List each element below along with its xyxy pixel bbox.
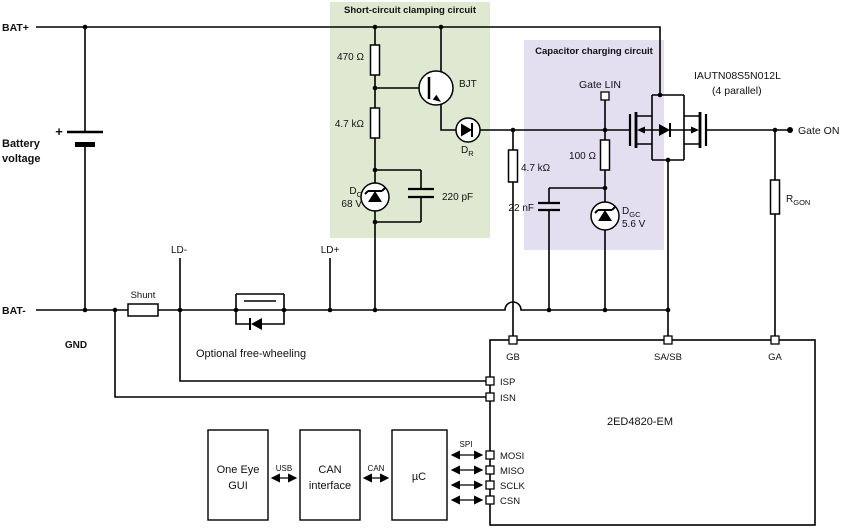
pin-isp-label: ISP	[500, 377, 515, 388]
pin-mosi	[485, 450, 495, 460]
cap22-label: 22 nF	[508, 203, 534, 214]
pin-isp	[485, 376, 495, 386]
freewheel-diode-triangle	[251, 318, 262, 330]
mosfet-left-body-arrow	[637, 126, 645, 134]
r4k7-clamp-label: 4.7 kΩ	[335, 119, 365, 130]
ld-minus-label: LD-	[171, 245, 187, 256]
pin-sasb-label: SA/SB	[654, 352, 682, 363]
dc-zener-triangle	[368, 191, 382, 202]
cap220-label: 220 pF	[442, 192, 473, 203]
dc-zener-bar	[364, 187, 386, 195]
dgc-zener-triangle	[598, 210, 612, 221]
resistor-100ohm	[599, 139, 611, 171]
resistor-470ohm	[369, 44, 381, 76]
pin-isn-label: ISN	[500, 393, 516, 404]
r4k7-gb-label: 4.7 kΩ	[521, 163, 551, 174]
pin-gb-label: GB	[506, 352, 520, 363]
pin-csn	[485, 495, 495, 505]
pin-gb	[508, 335, 518, 345]
mcu-block	[391, 429, 448, 521]
pin-ga	[770, 335, 780, 345]
can-interface-block	[299, 429, 361, 521]
gate-lin-terminal	[600, 91, 610, 101]
dgc-voltage-label: 5.6 V	[622, 219, 646, 230]
battery-plus-sign: +	[55, 124, 63, 139]
dc-voltage-label: 68 V	[341, 199, 362, 210]
charge-title: Capacitor charging circuit	[535, 46, 654, 57]
gui-block	[207, 429, 269, 521]
mcu-label: µC	[412, 471, 426, 483]
spi-label: SPI	[460, 440, 473, 449]
pin-miso	[485, 465, 495, 475]
resistor-4k7-clamp	[369, 107, 381, 139]
resistor-rgon	[769, 179, 781, 215]
shunt-resistor	[127, 303, 159, 317]
clamp-title: Short-circuit clamping circuit	[344, 5, 477, 16]
battery-label-1: Battery	[2, 138, 41, 150]
gate-on-terminal	[787, 127, 793, 133]
can-label-1: CAN	[318, 464, 341, 476]
can-label-2: interface	[309, 480, 351, 492]
pin-sclk-label: SCLK	[500, 481, 525, 492]
bjt-emitter-arrow	[432, 94, 441, 102]
driver-name-label: 2ED4820-EM	[607, 416, 673, 428]
pin-miso-label: MISO	[500, 466, 524, 477]
gate-lin-label: Gate LIN	[579, 79, 621, 91]
ld-plus-label: LD+	[321, 245, 340, 256]
battery-label-2: voltage	[2, 153, 41, 165]
bat-plus-label: BAT+	[2, 22, 29, 34]
r470-label: 470 Ω	[337, 52, 364, 63]
dr-diode-triangle	[461, 123, 472, 137]
junction-dots	[82, 24, 778, 313]
driver-pins	[485, 91, 780, 505]
pin-ga-label: GA	[768, 352, 782, 363]
mosfet-parallel-label: (4 parallel)	[712, 85, 762, 97]
rgon-label: RGON	[786, 194, 810, 207]
pin-isn	[485, 392, 495, 402]
gate-on-label: Gate ON	[798, 125, 839, 137]
dgc-zener-bar	[594, 206, 616, 214]
pin-csn-label: CSN	[500, 496, 520, 507]
freewheel-label: Optional free-wheeling	[196, 348, 306, 360]
pin-sasb	[663, 335, 673, 345]
shunt-label: Shunt	[131, 290, 156, 301]
gnd-label: GND	[65, 340, 87, 351]
r100-label: 100 Ω	[569, 151, 596, 162]
driver-ic-box	[489, 339, 816, 526]
dr-label: DR	[461, 145, 474, 158]
resistor-4k7-gb	[507, 149, 519, 183]
bjt-transistor	[418, 70, 454, 106]
capacitor-220pf	[408, 187, 434, 199]
can-bus-label: CAN	[368, 464, 385, 473]
bus-arrows	[270, 450, 484, 505]
pin-sclk	[485, 480, 495, 490]
mosfet-body-diode-triangle	[659, 124, 670, 136]
pin-mosi-label: MOSI	[500, 451, 524, 462]
mosfet-part-label: IAUTN08S5N012L	[694, 70, 781, 82]
gui-label-1: One Eye	[217, 464, 260, 476]
usb-label: USB	[276, 464, 292, 473]
capacitor-22nf	[538, 201, 560, 212]
gui-label-2: GUI	[228, 480, 248, 492]
dc-label: DC	[349, 186, 362, 199]
bat-minus-label: BAT-	[2, 305, 26, 317]
dgc-label: DGC	[622, 206, 641, 219]
bjt-label: BJT	[459, 79, 477, 90]
mosfet-right-body-arrow	[691, 126, 699, 134]
